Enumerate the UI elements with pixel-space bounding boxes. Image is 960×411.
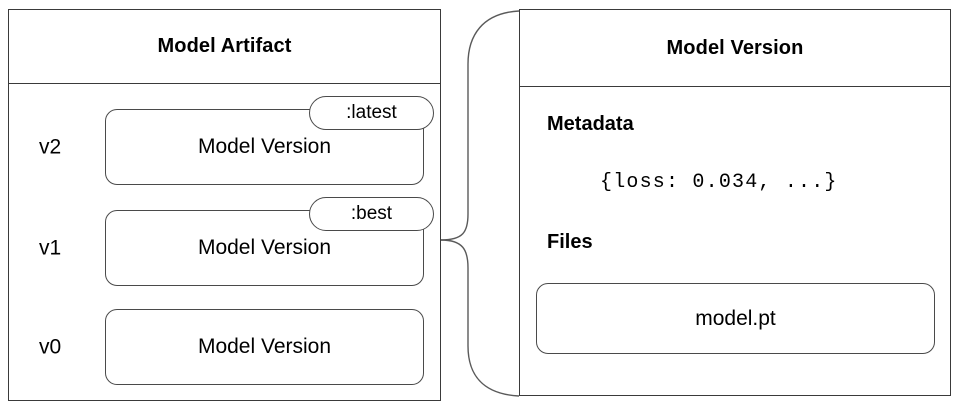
version-label-v2: v2	[39, 135, 62, 159]
model-artifact-title: Model Artifact	[9, 10, 440, 84]
version-row-v2[interactable]: v2 Model Version :latest	[9, 96, 440, 185]
brace-lower-arm	[440, 239, 520, 397]
files-heading: Files	[547, 231, 593, 253]
version-box-label-v1: Model Version	[197, 236, 332, 259]
file-item-label: model.pt	[695, 306, 776, 330]
version-row-v1[interactable]: v1 Model Version :best	[9, 197, 440, 286]
version-row-v0[interactable]: v0 Model Version	[9, 309, 440, 385]
version-box-v0[interactable]: Model Version	[105, 309, 424, 385]
model-version-panel: Model Version Metadata {loss: 0.034, ...…	[519, 9, 951, 396]
version-label-v1: v1	[39, 236, 62, 260]
file-item-model-pt[interactable]: model.pt	[536, 283, 935, 354]
model-artifact-panel: Model Artifact v2 Model Version :latest …	[8, 9, 441, 401]
version-box-label-v2: Model Version	[197, 135, 332, 158]
metadata-value: {loss: 0.034, ...}	[600, 171, 838, 194]
version-label-v0: v0	[39, 335, 62, 359]
metadata-heading: Metadata	[547, 113, 634, 135]
model-artifact-version-list: v2 Model Version :latest v1 Model Versio…	[9, 84, 440, 400]
model-version-body: Metadata {loss: 0.034, ...} Files model.…	[520, 87, 950, 395]
model-version-title: Model Version	[520, 10, 950, 87]
tag-chip-latest[interactable]: :latest	[309, 96, 434, 130]
version-box-label-v0: Model Version	[197, 335, 332, 358]
tag-chip-best[interactable]: :best	[309, 197, 434, 231]
brace-upper-arm	[440, 10, 520, 241]
